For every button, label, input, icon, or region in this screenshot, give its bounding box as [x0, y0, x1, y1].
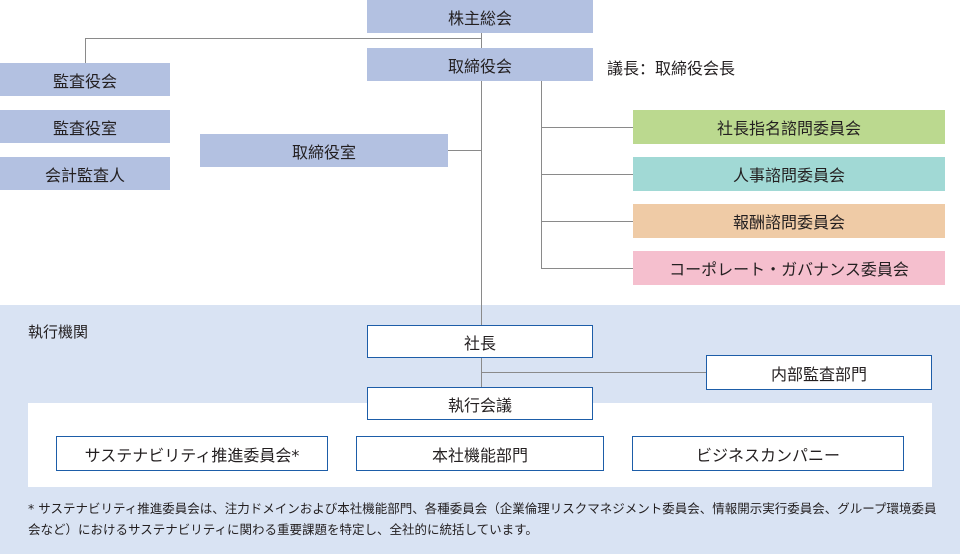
- audit-board-box: 監査役会: [0, 63, 170, 96]
- connector-committee-4: [541, 268, 633, 269]
- connector-top-horizontal: [85, 38, 481, 39]
- business-companies-box: ビジネスカンパニー: [632, 436, 904, 471]
- accounting-auditor-box: 会計監査人: [0, 157, 170, 190]
- connector-shareholders-board: [481, 33, 482, 48]
- committee-personnel: 人事諮問委員会: [633, 157, 945, 191]
- shareholders-meeting-box: 株主総会: [367, 0, 593, 33]
- board-office-box: 取締役室: [200, 134, 448, 167]
- connector-committees-vertical: [541, 81, 542, 269]
- executive-meeting-box: 執行会議: [367, 387, 593, 420]
- audit-office-box: 監査役室: [0, 110, 170, 143]
- sustainability-committee-box: サステナビリティ推進委員会*: [56, 436, 328, 471]
- connector-committee-1: [541, 127, 633, 128]
- connector-board-office: [448, 150, 482, 151]
- board-of-directors-box: 取締役会: [367, 48, 593, 81]
- head-office-functions-box: 本社機能部門: [356, 436, 604, 471]
- execution-title: 執行機関: [28, 323, 89, 341]
- committee-compensation: 報酬諮問委員会: [633, 204, 945, 238]
- connector-committee-2: [541, 174, 633, 175]
- president-box: 社長: [367, 325, 593, 358]
- footnote: * サステナビリティ推進委員会は、注力ドメインおよび本社機能部門、各種委員会（企…: [28, 501, 937, 537]
- internal-audit-box: 内部監査部門: [706, 355, 932, 390]
- chair-note: 議長：取締役会長: [607, 59, 736, 78]
- connector-internal-audit: [481, 372, 707, 373]
- connector-board-president: [481, 81, 482, 326]
- connector-auditors-vertical: [85, 38, 86, 63]
- connector-committee-3: [541, 221, 633, 222]
- committee-corporate-governance: コーポレート・ガバナンス委員会: [633, 251, 945, 285]
- committee-president-nomination: 社長指名諮問委員会: [633, 110, 945, 144]
